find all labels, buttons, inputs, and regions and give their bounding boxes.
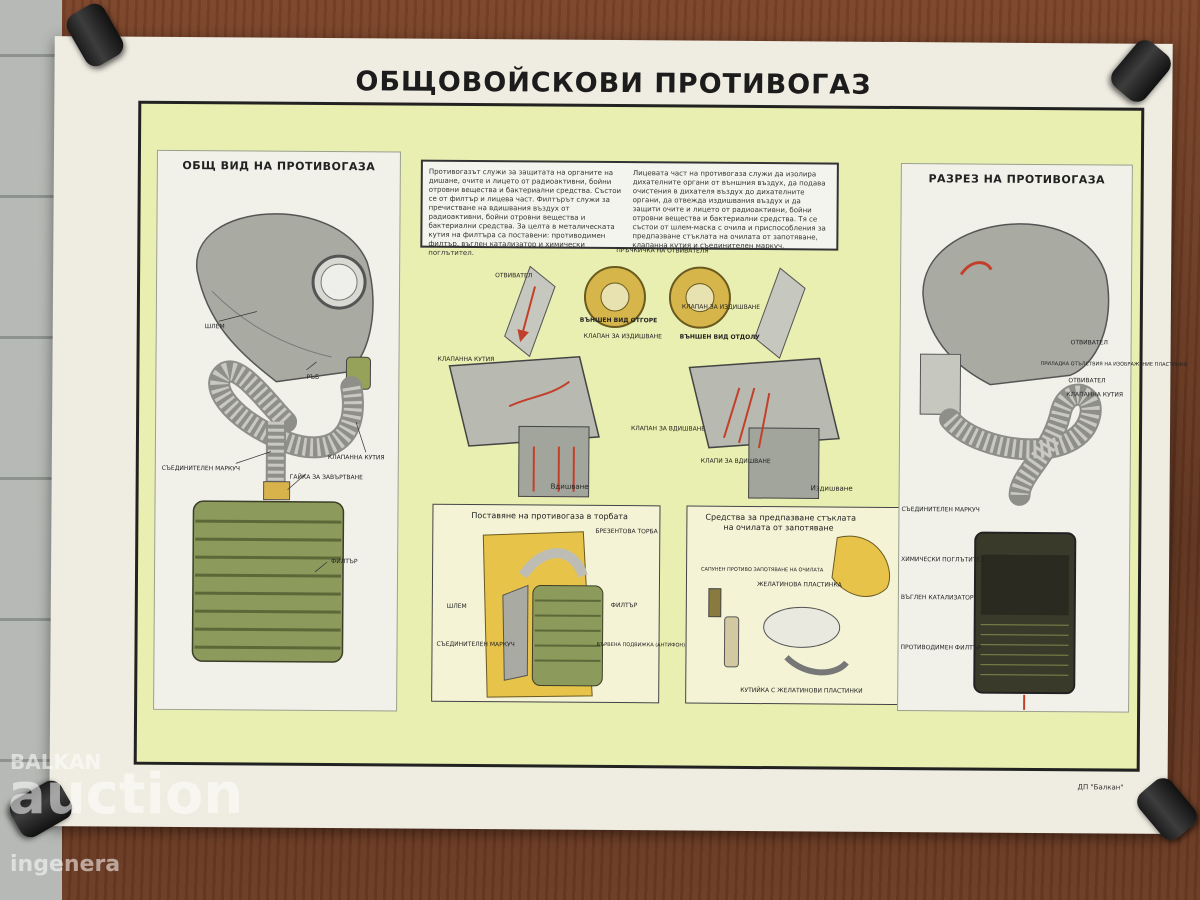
label-hose: СЪЕДИНИТЕЛЕН МАРКУЧ: [161, 464, 241, 473]
label-exhale-valve: КЛАПАН ЗА ИЗДИШВАНЕ: [583, 332, 662, 341]
label-filter: ФИЛТЪР: [331, 558, 358, 566]
label-helmet: ШЛЕМ: [204, 323, 225, 331]
watermark-sub: ingenera: [10, 852, 121, 877]
general-view-panel: ОБЩ ВИД НА ПРОТИВОГАЗА: [153, 149, 401, 712]
label-bag-helmet: ШЛЕМ: [446, 602, 467, 610]
label-inhale-valve: КЛАПАН ЗА ВДИШВАНЕ: [631, 425, 706, 433]
label-inhale-valves: КЛАПИ ЗА ВДИШВАНЕ: [700, 457, 771, 466]
label-exhalation: Издишване: [810, 484, 853, 493]
bag-panel: Поставяне на противогаза в торбата БРЕЗЕ…: [431, 503, 685, 704]
label-bag: БРЕЗЕНТОВА ТОРБА: [595, 527, 658, 536]
label-valve-box: КЛАПАННА КУТИЯ: [327, 454, 385, 462]
label-soap: САПУНЕН ПРОТИВО ЗАПОТЯВАНЕ НА ОЧИЛАТА: [701, 566, 824, 574]
watermark-brand-large: auction: [8, 762, 244, 827]
poster-sheet: ОБЩОВОЙСКОВИ ПРОТИВОГАЗ ОБЩ ВИД НА ПРОТИ…: [49, 36, 1187, 834]
label-bag-filter: ФИЛТЪР: [610, 602, 638, 610]
label-section-valve-box: КЛАПАННА КУТИЯ: [1066, 391, 1124, 399]
poster-title: ОБЩОВОЙСКОВИ ПРОТИВОГАЗ: [355, 66, 872, 101]
label-section-exhaler-2: ОТВИВАТЕЛ: [1068, 377, 1106, 385]
section-panel: РАЗРЕЗ НА ПРОТИВОГАЗА ОТВИВАТЕЛ ПРИЛАДКА…: [897, 163, 1187, 713]
label-exhale-valve-2: КЛАПАН ЗА ИЗДИШВАНЕ: [681, 303, 761, 312]
publisher-mark: ДП "Балкан": [1077, 783, 1124, 792]
anti-fog-illustration: [708, 535, 891, 676]
label-rim: РЪБ: [306, 373, 320, 381]
label-section-exhaler: ОТВИВАТЕЛ: [1070, 339, 1108, 347]
label-nut: ГАЙКА ЗА ЗАВЪРТВАНЕ: [289, 473, 363, 482]
label-valve-box-center: КЛАПАННА КУТИЯ: [437, 355, 495, 364]
label-exhaler-left: ОТВИВАТЕЛ: [495, 272, 533, 280]
bag-illustration: [482, 531, 604, 698]
section-illustration: [919, 223, 1110, 710]
anti-fog-panel: Средства за предпазване стъклата на очил…: [685, 505, 903, 706]
valve-section-diagrams: [448, 265, 840, 499]
description-right: Лицевата част на противогаза служи да из…: [632, 169, 826, 251]
poster-frame: ОБЩ ВИД НА ПРОТИВОГАЗА: [133, 100, 1187, 772]
label-bag-cord: ВЪРВЕНА ПОДВИЖКА (АНТИФОН): [596, 641, 686, 649]
label-view-top: ВЪНШЕН ВИД ОТГОРЕ: [579, 316, 658, 325]
gas-mask-illustration: [191, 213, 374, 663]
label-bag-hose: СЪЕДИНИТЕЛЕН МАРКУЧ: [436, 640, 515, 649]
label-exhaler-rod: ПРЪЧКИЧКА НА ОТВИВАТЕЛЯ: [616, 247, 709, 255]
label-gel-box: КУТИЙКА С ЖЕЛАТИНОВИ ПЛАСТИНКИ: [740, 686, 863, 695]
label-section-absorber: ХИМИЧЕСКИ ПОГЛЪТИТЕЛ: [901, 556, 985, 564]
description-textbox: Противогазът служи за защитата на органи…: [420, 159, 839, 257]
label-inhalation: Вдишване: [550, 482, 589, 491]
label-section-catalyst: ВЪГЛЕН КАТАЛИЗАТОР: [900, 594, 974, 602]
label-section-anti-fog: ПРИЛАДКА ОТЪЛСТВИЯ НА ИЗОБРАЖЕНИЕ ПЛАСТИ…: [1040, 360, 1187, 369]
label-section-hose: СЪЕДИНИТЕЛЕН МАРКУЧ: [901, 506, 980, 514]
label-view-bottom: ВЪНШЕН ВИД ОТДОЛУ: [679, 333, 760, 342]
label-gel-plate: ЖЕЛАТИНОВА ПЛАСТИНКА: [756, 581, 842, 589]
label-section-smoke-filter: ПРОТИВОДИМЕН ФИЛТЪР: [900, 644, 982, 652]
watermark-brand-small: BALKAN: [10, 750, 102, 774]
